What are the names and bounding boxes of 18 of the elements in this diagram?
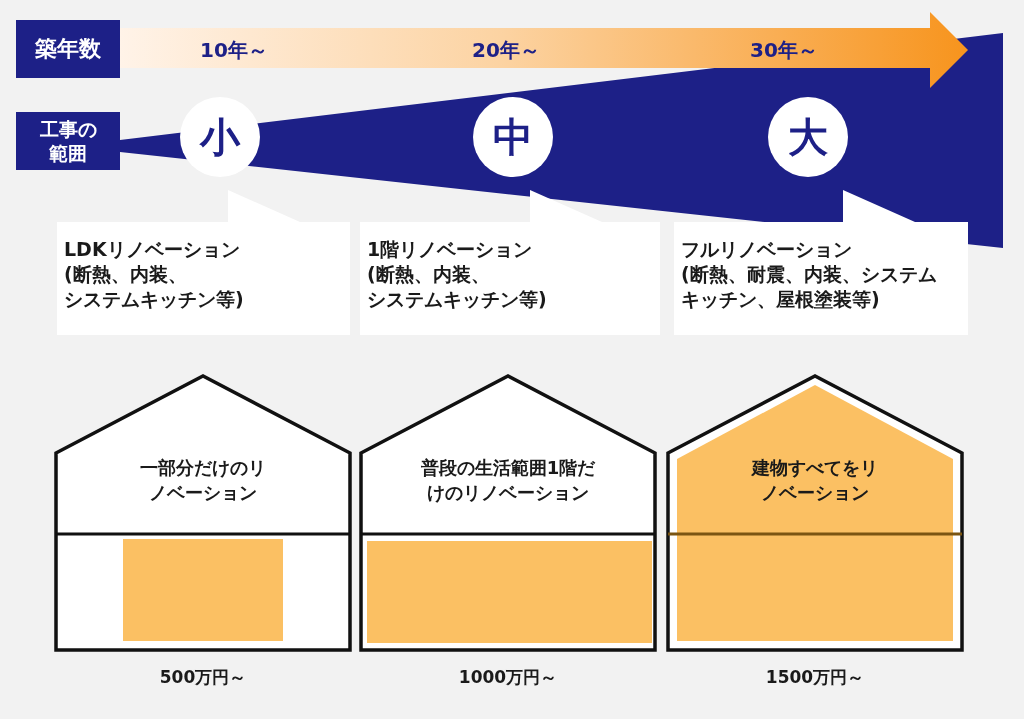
row-header: 築年数 bbox=[16, 20, 120, 78]
price-label: 1000万円～ bbox=[457, 666, 559, 689]
house-caption: 一部分だけのリノベーション bbox=[139, 456, 267, 505]
row-header: 工事の範囲 bbox=[16, 112, 120, 170]
year-label: 30年～ bbox=[750, 37, 818, 63]
price-label: 1500万円～ bbox=[764, 666, 866, 689]
price-label: 500万円～ bbox=[158, 666, 248, 689]
year-label: 10年～ bbox=[200, 37, 268, 63]
bubble-title: LDKリノベーション bbox=[64, 237, 240, 262]
bubble-title: フルリノベーション bbox=[681, 237, 852, 262]
year-label: 20年～ bbox=[472, 37, 540, 63]
house-caption: 建物すべてをリノベーション bbox=[750, 456, 879, 505]
bubble-text: (断熱、内装、システムキッチン等) bbox=[64, 262, 245, 312]
size-circle: 小 bbox=[180, 97, 260, 177]
bubble-text: (断熱、耐震、内装、システムキッチン、屋根塗装等) bbox=[681, 262, 938, 312]
bubble-title: 1階リノベーション bbox=[367, 237, 533, 262]
bubble-text: (断熱、内装、システムキッチン等) bbox=[367, 262, 548, 312]
house-caption: 普段の生活範囲1階だけのリノベーション bbox=[419, 456, 597, 505]
